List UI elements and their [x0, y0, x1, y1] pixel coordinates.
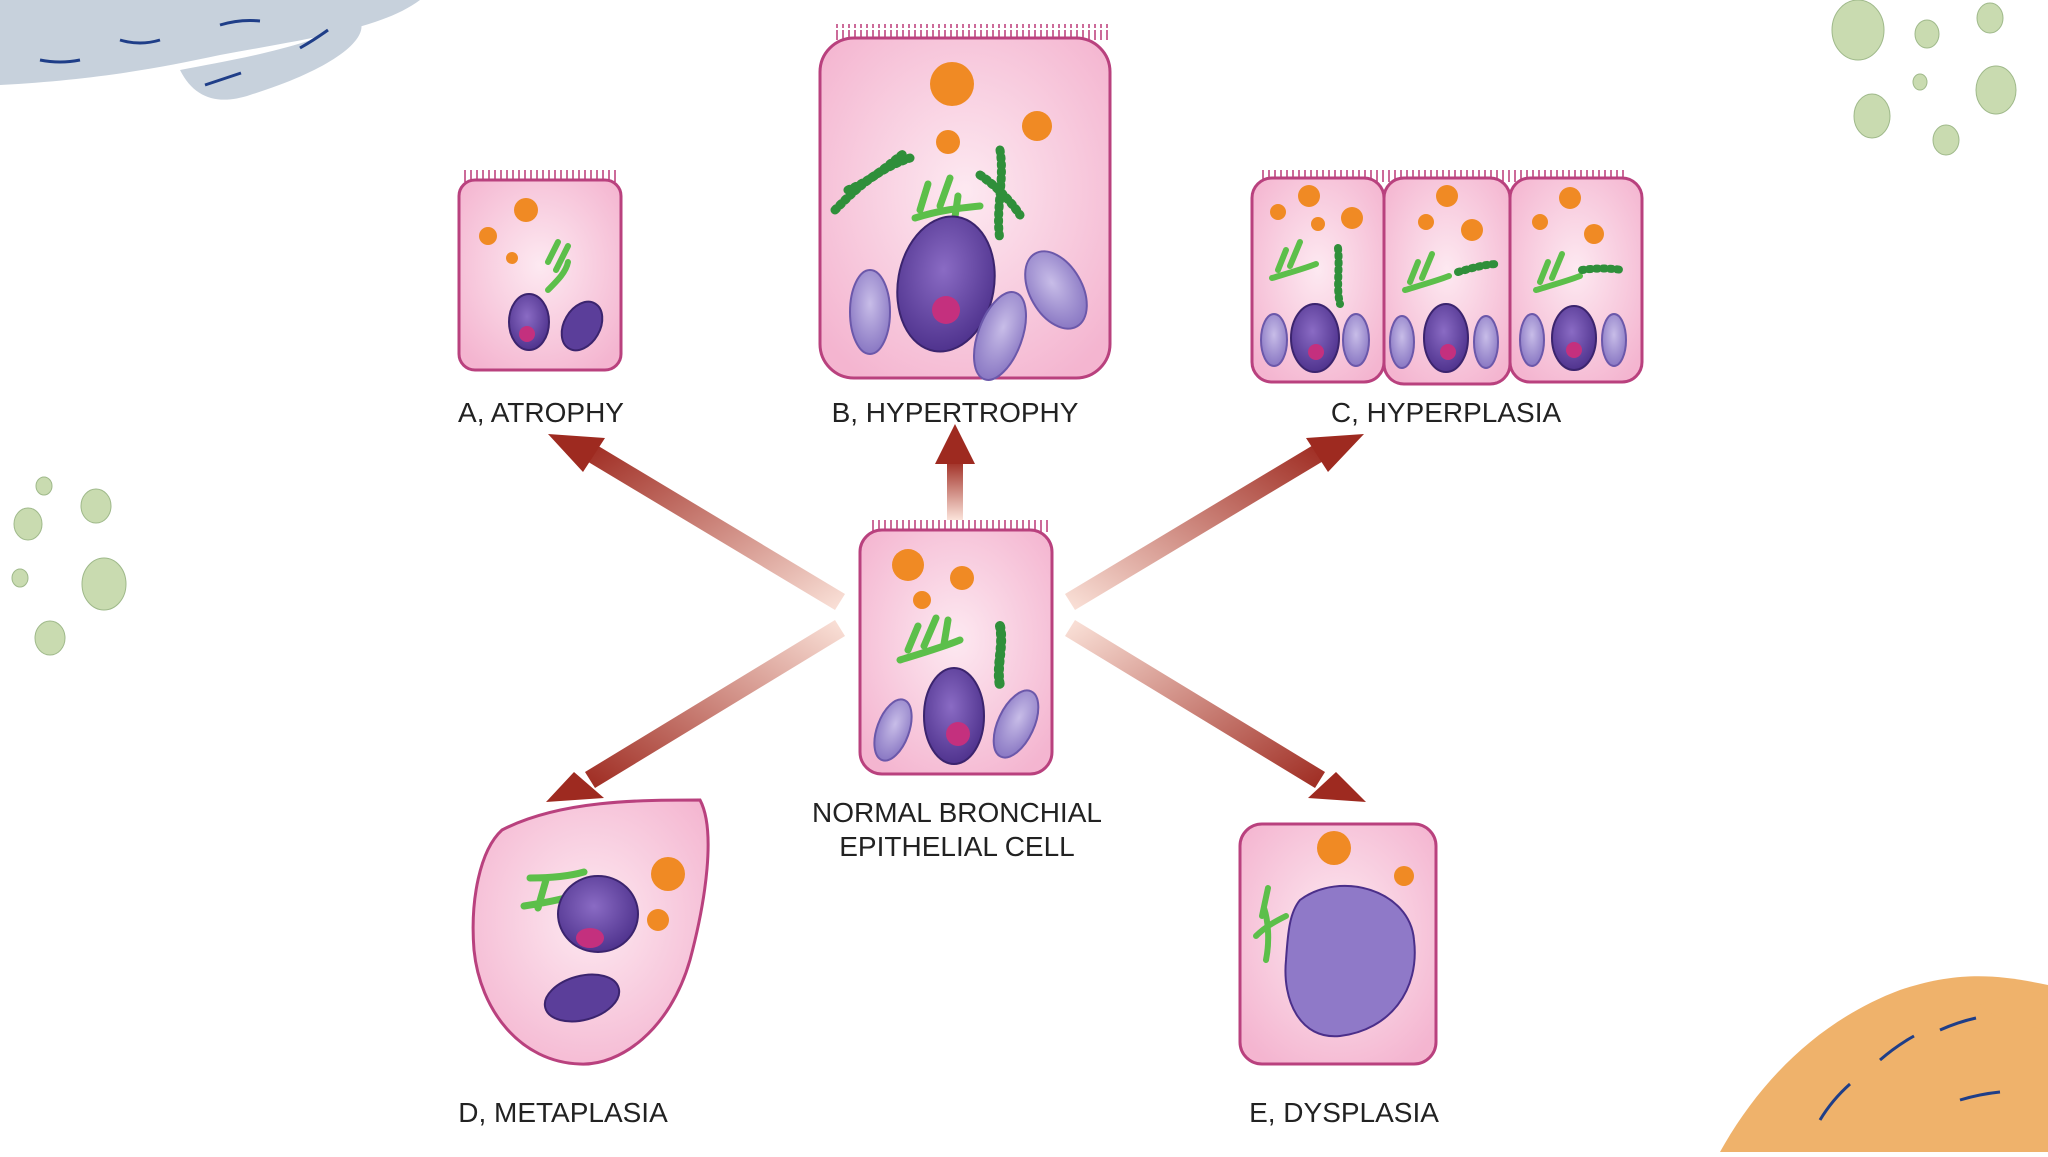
metaplasia-cell: [471, 798, 710, 1066]
decor-green-dots-top-right: [1831, 0, 2017, 156]
label-atrophy: A, ATROPHY: [458, 397, 624, 428]
decor-gray-organelle-top-left: [0, 0, 420, 100]
label-hyperplasia: C, HYPERPLASIA: [1331, 397, 1562, 428]
arrow-to-metaplasia: [546, 620, 845, 802]
arrow-to-dysplasia: [1065, 620, 1366, 802]
label-hypertrophy: B, HYPERTROPHY: [832, 397, 1079, 428]
atrophy-cell: [457, 168, 623, 372]
arrow-to-hypertrophy: [935, 424, 975, 520]
label-dysplasia: E, DYSPLASIA: [1249, 1097, 1439, 1128]
label-normal-line2: EPITHELIAL CELL: [839, 831, 1075, 862]
label-normal-line1: NORMAL BRONCHIAL: [812, 797, 1102, 828]
dysplasia-cell: [1238, 822, 1438, 1066]
label-metaplasia: D, METAPLASIA: [458, 1097, 668, 1128]
normal-cell: [858, 520, 1054, 776]
decor-green-dots-left: [11, 476, 127, 656]
hypertrophy-cell: [818, 24, 1112, 381]
arrow-to-atrophy: [548, 434, 845, 610]
hyperplasia-cells: [1250, 168, 1644, 386]
decor-orange-organelle-bottom-right: [1720, 976, 2048, 1152]
hyperplasia-cell-2: [1382, 176, 1512, 386]
hypertrophy-rough-er: [830, 145, 1025, 245]
hyperplasia-cell-1: [1250, 176, 1386, 384]
arrow-to-hyperplasia: [1065, 434, 1364, 610]
hyperplasia-cell-3: [1508, 176, 1644, 384]
